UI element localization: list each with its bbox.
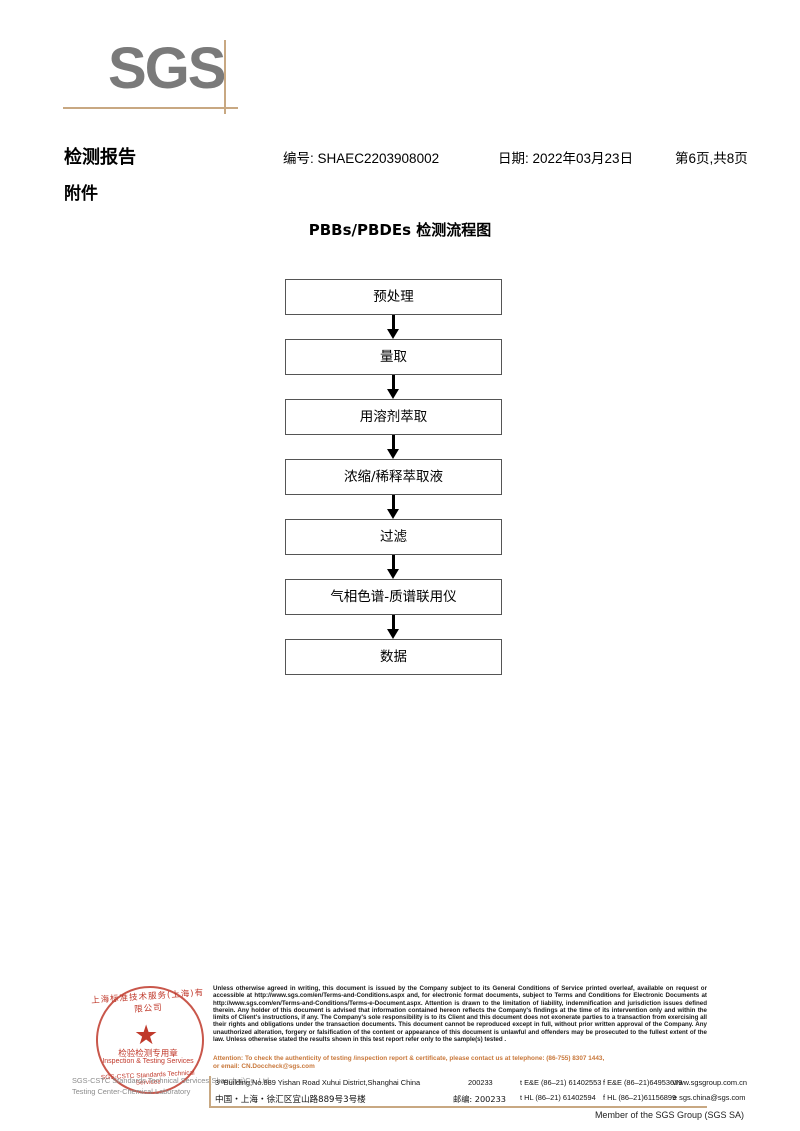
- fax-hl: f HL (86–21)61156899: [603, 1093, 677, 1102]
- legal-text: Unless otherwise agreed in writing, this…: [213, 985, 707, 1044]
- arrow-head-icon: [387, 389, 399, 399]
- arrow-shaft: [392, 555, 395, 572]
- arrow-head-icon: [387, 569, 399, 579]
- flow-box-label: 浓缩/稀释萃取液: [343, 469, 444, 485]
- report-date: 日期: 2022年03月23日: [498, 151, 634, 166]
- flow-box: 浓缩/稀释萃取液: [285, 459, 502, 495]
- flow-box-label: 预处理: [373, 289, 414, 305]
- tel-ee: t E&E (86–21) 61402553: [520, 1078, 602, 1087]
- arrow-shaft: [392, 375, 395, 392]
- address-cn: 中国・上海・徐汇区宜山路889号3号楼: [215, 1095, 366, 1105]
- flowchart: 预处理 量取 用溶剂萃取 浓缩/稀释萃取液: [285, 279, 504, 675]
- zip-cn: 邮编: 200233: [453, 1094, 506, 1104]
- arrow-shaft: [392, 495, 395, 512]
- flow-step-1: 预处理: [285, 279, 504, 315]
- logo-vertical-rule: [224, 40, 226, 114]
- flow-arrow-1: [285, 315, 502, 339]
- address-row-chinese: 中国・上海・徐汇区宜山路889号3号楼 邮编: 200233 t HL (86–…: [215, 1091, 745, 1106]
- flow-step-7: 数据: [285, 639, 504, 675]
- flow-box-label: 量取: [380, 349, 407, 365]
- attention-notice: Attention: To check the authenticity of …: [213, 1055, 707, 1070]
- website: www.sgsgroup.com.cn: [673, 1078, 747, 1087]
- footer-address-block: 3ʳᵈBuilding,No.889 Yishan Road Xuhui Dis…: [215, 1076, 747, 1106]
- arrow-head-icon: [387, 629, 399, 639]
- flow-box: 量取: [285, 339, 502, 375]
- flow-box-label: 过滤: [380, 529, 407, 545]
- logo-horizontal-rule: [63, 107, 238, 109]
- flow-step-3: 用溶剂萃取: [285, 399, 504, 435]
- report-header: 检测报告 附件 编号: SHAEC2203908002 日期: 2022年03月…: [64, 143, 754, 204]
- tel-hl: t HL (86–21) 61402594: [520, 1093, 596, 1102]
- lab-name-line2: Testing Center-Chemical Laboratory: [72, 1087, 191, 1096]
- report-number: 编号: SHAEC2203908002: [283, 151, 440, 166]
- flow-step-5: 过滤: [285, 519, 504, 555]
- flow-arrow-6: [285, 615, 502, 639]
- flow-box: 数据: [285, 639, 502, 675]
- sgs-logo-text: SGS: [108, 36, 226, 101]
- arrow-head-icon: [387, 329, 399, 339]
- flow-box: 过滤: [285, 519, 502, 555]
- sgs-logo: SGS: [63, 36, 258, 116]
- stamp-chinese-label: 检验检测专用章: [118, 1049, 178, 1059]
- arrow-shaft: [392, 615, 395, 632]
- attention-line-1: Attention: To check the authenticity of …: [213, 1055, 605, 1062]
- zip-en: 200233: [468, 1078, 493, 1087]
- page-number: 第6页,共8页: [675, 151, 748, 166]
- flow-box-label: 用溶剂萃取: [359, 409, 428, 425]
- flow-box-label: 气相色谱-质谱联用仪: [330, 589, 457, 605]
- flow-box: 用溶剂萃取: [285, 399, 502, 435]
- address-row-english: 3ʳᵈBuilding,No.889 Yishan Road Xuhui Dis…: [215, 1076, 747, 1091]
- flow-box-label: 数据: [380, 649, 407, 665]
- flow-step-2: 量取: [285, 339, 504, 375]
- arrow-head-icon: [387, 449, 399, 459]
- legal-disclaimer: Unless otherwise agreed in writing, this…: [213, 985, 707, 1043]
- fax-ee: f E&E (86–21)64953679: [603, 1078, 683, 1087]
- page-title: 检测报告: [64, 147, 136, 168]
- arrow-shaft: [392, 435, 395, 452]
- flow-step-6: 气相色谱-质谱联用仪: [285, 579, 504, 615]
- lab-name-line1: SGS-CSTC Standards Technical Services(Sh…: [72, 1076, 272, 1085]
- member-line: Member of the SGS Group (SGS SA): [594, 1110, 744, 1120]
- attention-line-2: or email: CN.Doccheck@sgs.com: [213, 1062, 315, 1070]
- email: e sgs.china@sgs.com: [673, 1093, 746, 1102]
- flow-box: 气相色谱-质谱联用仪: [285, 579, 502, 615]
- flow-step-4: 浓缩/稀释萃取液: [285, 459, 504, 495]
- company-seal-stamp: 上海标准技术服务(上海)有限公司 ★ 检验检测专用章 Inspection & …: [72, 980, 271, 1100]
- arrow-shaft: [392, 315, 395, 332]
- address-en: 3ʳᵈBuilding,No.889 Yishan Road Xuhui Dis…: [215, 1078, 421, 1087]
- address-left-rule: [209, 1076, 211, 1108]
- flow-arrow-2: [285, 375, 502, 399]
- address-bottom-rule: [209, 1106, 707, 1108]
- flow-arrow-5: [285, 555, 502, 579]
- star-icon: ★: [134, 1020, 159, 1050]
- attachment-label: 附件: [64, 184, 98, 204]
- stamp-english-label: Inspection & Testing Services: [102, 1058, 194, 1065]
- flowchart-title: PBBs/PBDEs 检测流程图: [308, 221, 492, 239]
- flow-arrow-3: [285, 435, 502, 459]
- flow-box: 预处理: [285, 279, 502, 315]
- arrow-head-icon: [387, 509, 399, 519]
- flow-arrow-4: [285, 495, 502, 519]
